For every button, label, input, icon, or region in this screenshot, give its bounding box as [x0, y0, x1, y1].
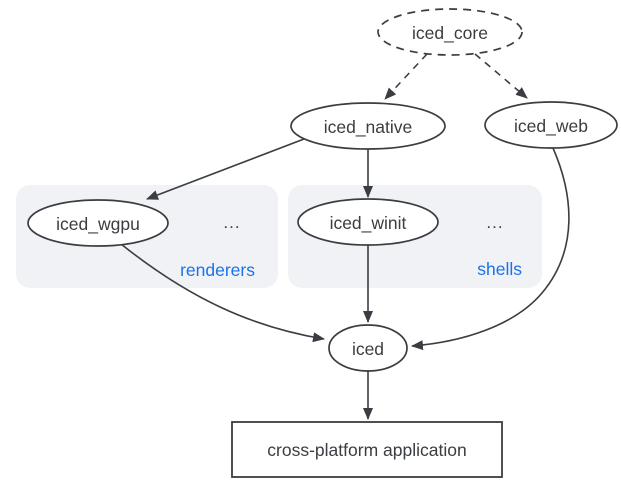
edge-web-to-iced — [411, 147, 570, 351]
shells-group-label: shells — [477, 259, 522, 279]
iced-wgpu-ellipse — [27, 199, 169, 247]
iced-web-label: iced_web — [514, 116, 588, 137]
renderers-ellipsis: ... — [223, 213, 240, 232]
application-box — [231, 421, 503, 478]
edge-core-to-native — [384, 53, 428, 100]
iced-core-ellipse — [377, 8, 523, 56]
iced-winit-ellipse — [297, 198, 439, 246]
node-cross-platform-application: cross-platform application — [231, 421, 503, 478]
node-iced-wgpu: iced_wgpu — [27, 199, 169, 247]
iced-core-label: iced_core — [412, 23, 488, 44]
node-iced: iced — [328, 324, 408, 372]
iced-label: iced — [352, 339, 384, 359]
application-label: cross-platform application — [267, 440, 466, 460]
node-iced-web: iced_web — [484, 101, 618, 149]
node-iced-winit: iced_winit — [297, 198, 439, 246]
iced-native-label: iced_native — [324, 117, 413, 138]
edge-native-to-wgpu — [146, 138, 305, 200]
iced-wgpu-label: iced_wgpu — [56, 214, 140, 235]
iced-winit-label: iced_winit — [330, 213, 407, 234]
edge-wgpu-to-iced — [120, 243, 325, 343]
iced-native-ellipse — [290, 102, 446, 150]
node-iced-core: iced_core — [377, 8, 523, 56]
shells-ellipsis: ... — [486, 213, 503, 232]
edge-core-to-web — [474, 53, 528, 99]
iced-ellipse — [328, 324, 408, 372]
iced-web-ellipse — [484, 101, 618, 149]
renderers-group-label: renderers — [180, 260, 255, 280]
node-iced-native: iced_native — [290, 102, 446, 150]
